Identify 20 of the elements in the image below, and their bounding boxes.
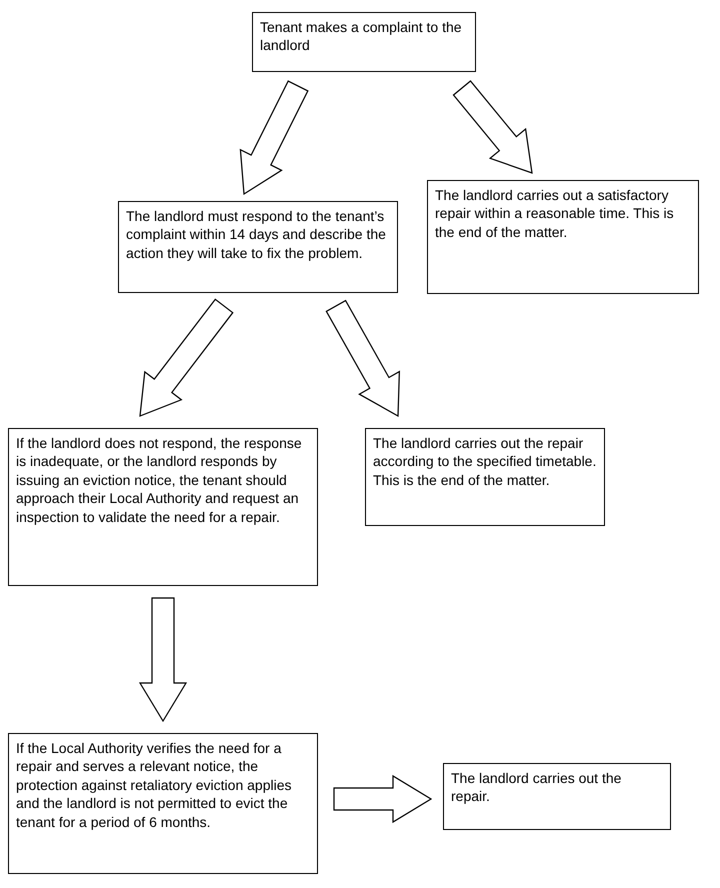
block-arrow	[333, 774, 432, 824]
block-arrow	[138, 597, 188, 722]
box-text: The landlord carries out the repair.	[451, 769, 622, 806]
box-text: If the landlord does not respond, the response is inadequate, or the landlord responds by issuing an eviction notice, the tenant should approach their Local Authority and request an inspection to validate the need for a repair.	[16, 434, 303, 526]
text-box	[118, 201, 398, 293]
text-box	[8, 428, 318, 586]
text-box	[443, 763, 671, 830]
block-arrow	[452, 80, 533, 174]
text-box	[427, 180, 699, 294]
block-arrow	[326, 300, 400, 417]
box-text: Tenant makes a complaint to the landlord	[260, 18, 463, 55]
box-text: The landlord carries out the repair according to the specified timetable. This is the end of the matter.	[373, 434, 597, 490]
box-text: The landlord carries out a satisfactory repair within a reasonable time. This is the end of the matter.	[435, 186, 675, 242]
box-text: The landlord must respond to the tenant’s complaint within 14 days and describe the action they will take to fix the problem.	[126, 207, 387, 262]
box-text: If the Local Authority verifies the need for a repair and serves a relevant notice, the protection against retaliatory eviction applies and the landlord is not permitted to evict the tenant for a period of 6 months.	[16, 739, 292, 832]
block-arrow	[139, 298, 234, 417]
block-arrow	[240, 80, 309, 196]
text-box	[365, 428, 605, 526]
text-box	[252, 12, 476, 72]
text-box	[8, 733, 318, 874]
